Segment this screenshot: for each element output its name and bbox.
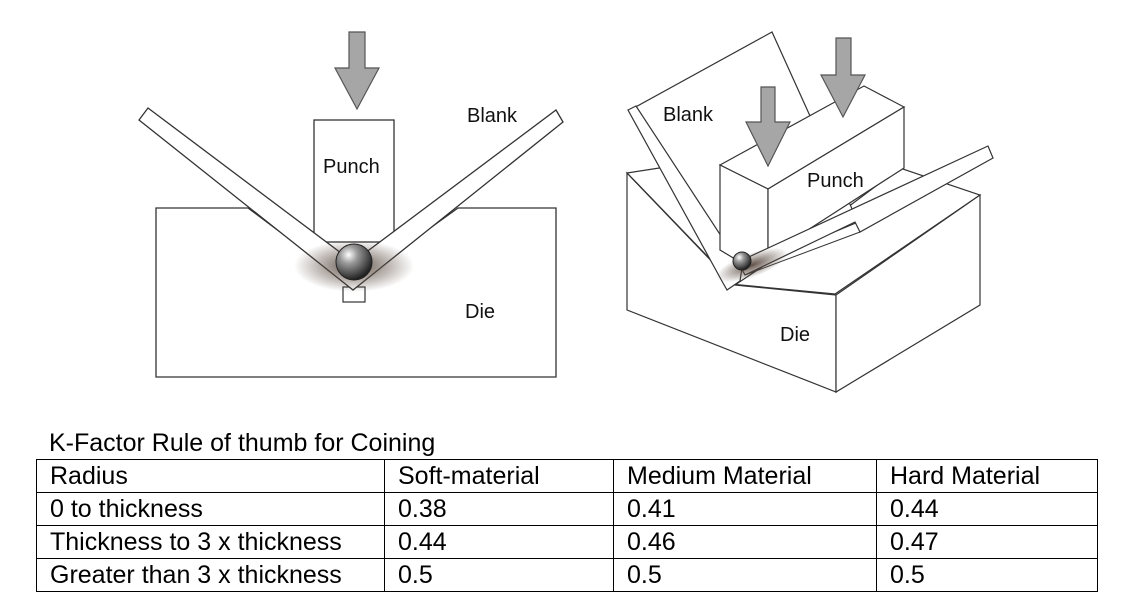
die-3d-edge — [626, 172, 721, 271]
die-label-2d: Die — [465, 301, 495, 323]
coining-diagrams: Punch Blank Die Blank Punch Die — [138, 31, 994, 394]
row-hard-cell: 0.44 — [876, 492, 1098, 526]
table-header-row: Radius Soft-material Medium Material Har… — [36, 459, 1098, 493]
header-soft-material: Soft-material — [384, 459, 614, 493]
die-label-3d: Die — [780, 324, 810, 346]
table-row: Thickness to 3 x thickness 0.44 0.46 0.4… — [36, 525, 1098, 559]
isometric-diagram: Blank Punch Die — [625, 31, 994, 394]
row-medium-cell: 0.46 — [613, 525, 877, 559]
header-medium-material: Medium Material — [613, 459, 877, 493]
row-hard-cell: 0.5 — [876, 558, 1098, 592]
blank-3d-edge — [627, 105, 743, 291]
row-hard-cell: 0.47 — [876, 525, 1098, 559]
k-factor-table: Radius Soft-material Medium Material Har… — [36, 459, 1098, 592]
punch-label-3d: Punch — [807, 170, 864, 192]
bend-shading-3d — [716, 247, 788, 283]
punch-tip-ball-2d — [335, 243, 373, 281]
table-title: K-Factor Rule of thumb for Coining — [49, 429, 436, 457]
punch-label-2d: Punch — [323, 156, 380, 178]
down-arrow-3d-left — [745, 86, 791, 168]
blank-label-2d: Blank — [467, 105, 518, 127]
row-soft-cell: 0.44 — [384, 525, 614, 559]
row-soft-cell: 0.38 — [384, 492, 614, 526]
row-medium-cell: 0.41 — [613, 492, 877, 526]
front-view-diagram: Punch Blank Die — [138, 31, 564, 378]
table-row: 0 to thickness 0.38 0.41 0.44 — [36, 492, 1098, 526]
row-medium-cell: 0.5 — [613, 558, 877, 592]
blank-label-3d: Blank — [663, 104, 714, 126]
down-arrow-2d — [333, 31, 381, 111]
down-arrow-3d-right — [820, 37, 866, 119]
header-hard-material: Hard Material — [876, 459, 1098, 493]
row-soft-cell: 0.5 — [384, 558, 614, 592]
table-row: Greater than 3 x thickness 0.5 0.5 0.5 — [36, 558, 1098, 592]
row-radius-cell: 0 to thickness — [36, 492, 385, 526]
header-radius: Radius — [36, 459, 385, 493]
row-radius-cell: Thickness to 3 x thickness — [36, 525, 385, 559]
punch-tip-ball-3d — [732, 251, 752, 271]
die-3d-right-face — [835, 193, 981, 394]
punch-3d-side — [767, 105, 905, 256]
row-radius-cell: Greater than 3 x thickness — [36, 558, 385, 592]
punch-2d — [313, 119, 395, 243]
